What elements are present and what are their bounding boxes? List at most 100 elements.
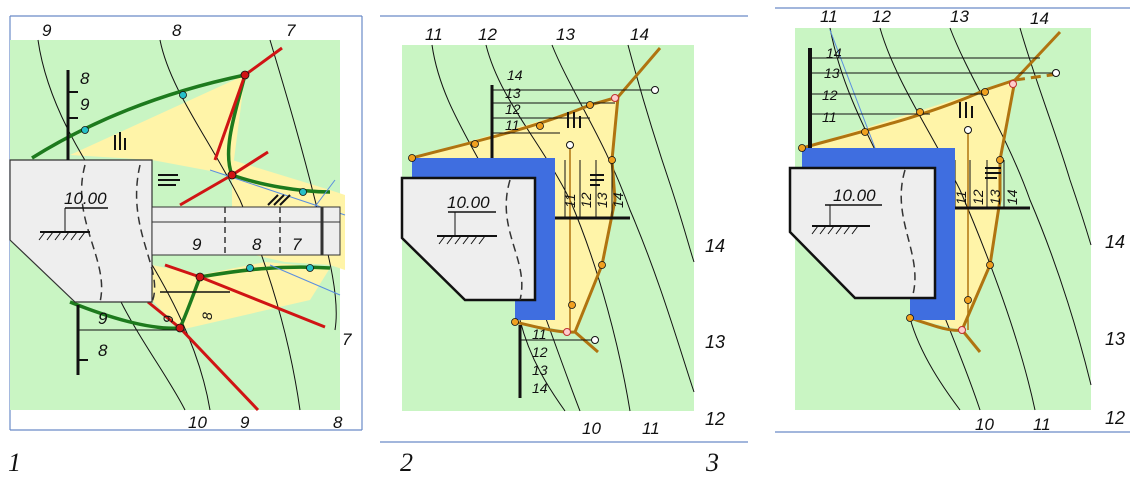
panel-2-elevation-label: 10.00: [447, 193, 490, 212]
panel-2-contour-top-label-3: 13: [556, 25, 575, 44]
figure-number-3: 3: [706, 448, 719, 477]
panel-2-scale-top-label-3: 12: [505, 101, 521, 117]
panel-2-scale-top-label-2: 13: [505, 85, 521, 101]
panel-3-contour-10: [909, 317, 961, 411]
panel-3-slope-ray-dashed: [1014, 72, 1059, 82]
panel-3-hatch-mid: [985, 167, 1001, 179]
panel-3-helper-line: [829, 29, 876, 149]
panel-1-red-ray-5: [199, 275, 326, 329]
figure-number-2: 2: [400, 448, 413, 477]
panel-2-scale-bottom-label-4: 14: [532, 380, 548, 396]
panel-2-contour-top-label-2: 12: [478, 25, 497, 44]
panel-3-contour-top-label-2: 12: [872, 7, 891, 26]
panel-1-green-top: [31, 73, 246, 160]
panel-1-contour-bottom-label-1: 10: [188, 413, 207, 432]
panel-2: 14 13 12 11 11 12 13 14 11 12 13 14 10.0…: [380, 15, 748, 443]
panel-3-contour-bottom-label-2: 11: [1033, 415, 1051, 434]
panel-1: 10.00 8 9 9 8 9 8 9 8 7 7 10 9: [9, 15, 363, 432]
panel-1-contour-top-label-2: 8: [172, 21, 182, 40]
panel-2-scale-right-label-1: 11: [562, 193, 578, 208]
panel-3-contour-right-label-2: 13: [1105, 329, 1125, 349]
panel-1-red-ray-6: [164, 263, 201, 279]
panel-2-scale-bottom-label-1: 11: [532, 326, 547, 342]
panel-3-slope-right: [960, 79, 1017, 331]
panel-1-point-red-4: [175, 323, 185, 333]
panel-3-contour-12: [879, 27, 1036, 411]
panel-1-scale-bottom-label-1: 9: [98, 309, 108, 328]
panel-2-point-2: [471, 140, 479, 148]
panel-2-scale-top-label-1: 14: [507, 67, 523, 83]
panel-1-point-red-1: [240, 70, 250, 80]
panel-1-hatch-wing: [267, 194, 291, 206]
panel-3-dash: [900, 169, 916, 299]
panel-1-contour-bottom-label-3: 8: [333, 413, 343, 432]
panel-2-slope-ray-top: [616, 47, 662, 98]
panel-2-scale-bottom-label-2: 12: [532, 344, 548, 360]
panel-1-contour-10: [119, 299, 186, 411]
panel-3-contour-top-label-4: 14: [1030, 9, 1049, 28]
panel-3-scale-top-label-1: 14: [826, 45, 842, 61]
panel-3-contour-right-label-3: 12: [1105, 408, 1125, 428]
panel-2-point-5: [611, 94, 619, 102]
panel-1-elevation-hatch: [38, 231, 86, 241]
panel-3-point-2: [861, 128, 869, 136]
panel-3-scale-right-label-2: 12: [970, 189, 986, 205]
panel-1-contour-right-label: 7: [342, 330, 352, 349]
panel-2-contour-top-label-4: 14: [630, 25, 649, 44]
panel-1-red-ray-7: [178, 326, 260, 412]
panel-3-point-3: [916, 108, 924, 116]
panel-2-slope-right: [573, 96, 620, 333]
panel-2-contour-right-label-2: 13: [705, 332, 725, 352]
panel-2-elevation-hatch: [438, 235, 486, 245]
panel-1-contour-top-label-3: 7: [286, 21, 296, 40]
panel-1-scale-top-label-1: 8: [80, 69, 90, 88]
panel-2-point-9: [598, 261, 606, 269]
panel-2-scale-bottom-label-3: 13: [532, 362, 548, 378]
panel-1-point-red-2: [227, 170, 237, 180]
panel-2-scale-right-label-4: 14: [610, 192, 626, 208]
panel-2-dash: [505, 179, 523, 301]
panel-3-point-6: [1052, 69, 1060, 77]
panel-1-contour-7: [269, 39, 337, 331]
panel-3-structure: [788, 166, 937, 300]
panel-2-hatch-top: [567, 112, 581, 128]
panel-2-point-7: [566, 141, 574, 149]
panel-3-point-1: [798, 144, 806, 152]
panel-3-scale-top-label-3: 12: [822, 87, 838, 103]
panel-3-contour-top-label-1: 11: [820, 7, 838, 26]
panel-2-point-1: [408, 154, 416, 162]
panel-3-scale-right-label-1: 11: [953, 190, 969, 205]
panel-1-slope-tick-label-1: 9: [160, 315, 176, 323]
panel-1-point-red-3: [195, 272, 205, 282]
panel-2-scale-right-label-2: 12: [578, 192, 594, 208]
panel-3-scale-right-label-3: 13: [987, 189, 1003, 205]
panel-3: 14 13 12 11 11 12 13 14 10.00: [775, 7, 1130, 434]
panel-3-elevation-hatch: [811, 225, 859, 235]
panel-2-slope-bottom: [514, 320, 576, 334]
panel-1-hatch-mid: [158, 174, 180, 186]
panel-1-point-cyan-4: [246, 264, 254, 272]
panel-2-point-10: [568, 301, 576, 309]
panel-1-red-ray-3: [231, 150, 269, 177]
panel-2-point-13: [591, 336, 599, 344]
panel-1-contour-top-label-1: 9: [42, 21, 52, 40]
panel-3-point-4: [981, 88, 989, 96]
panel-1-dash-2: [135, 164, 156, 303]
panel-1-channel: [151, 206, 341, 256]
panel-2-point-6: [651, 86, 659, 94]
panel-3-scale-right-label-4: 14: [1004, 189, 1020, 205]
panel-3-point-10: [964, 296, 972, 304]
panel-3-scale-top-label-2: 13: [824, 65, 840, 81]
panel-1-channel-label-3: 7: [292, 235, 302, 254]
panel-1-point-cyan-3: [299, 188, 307, 196]
panel-2-wall: [412, 158, 555, 320]
panel-2-hatch-mid: [590, 174, 604, 186]
panel-1-dash-1: [80, 164, 103, 303]
panel-1-red-ray-1: [244, 46, 283, 77]
panel-2-contour-bottom-label-1: 10: [582, 419, 601, 438]
panel-1-scale-bottom-label-2: 8: [98, 341, 108, 360]
panel-3-scale-top-label-4: 11: [822, 109, 837, 125]
panel-1-point-cyan-2: [81, 126, 89, 134]
panel-2-slope-ray-bottom: [574, 330, 599, 354]
